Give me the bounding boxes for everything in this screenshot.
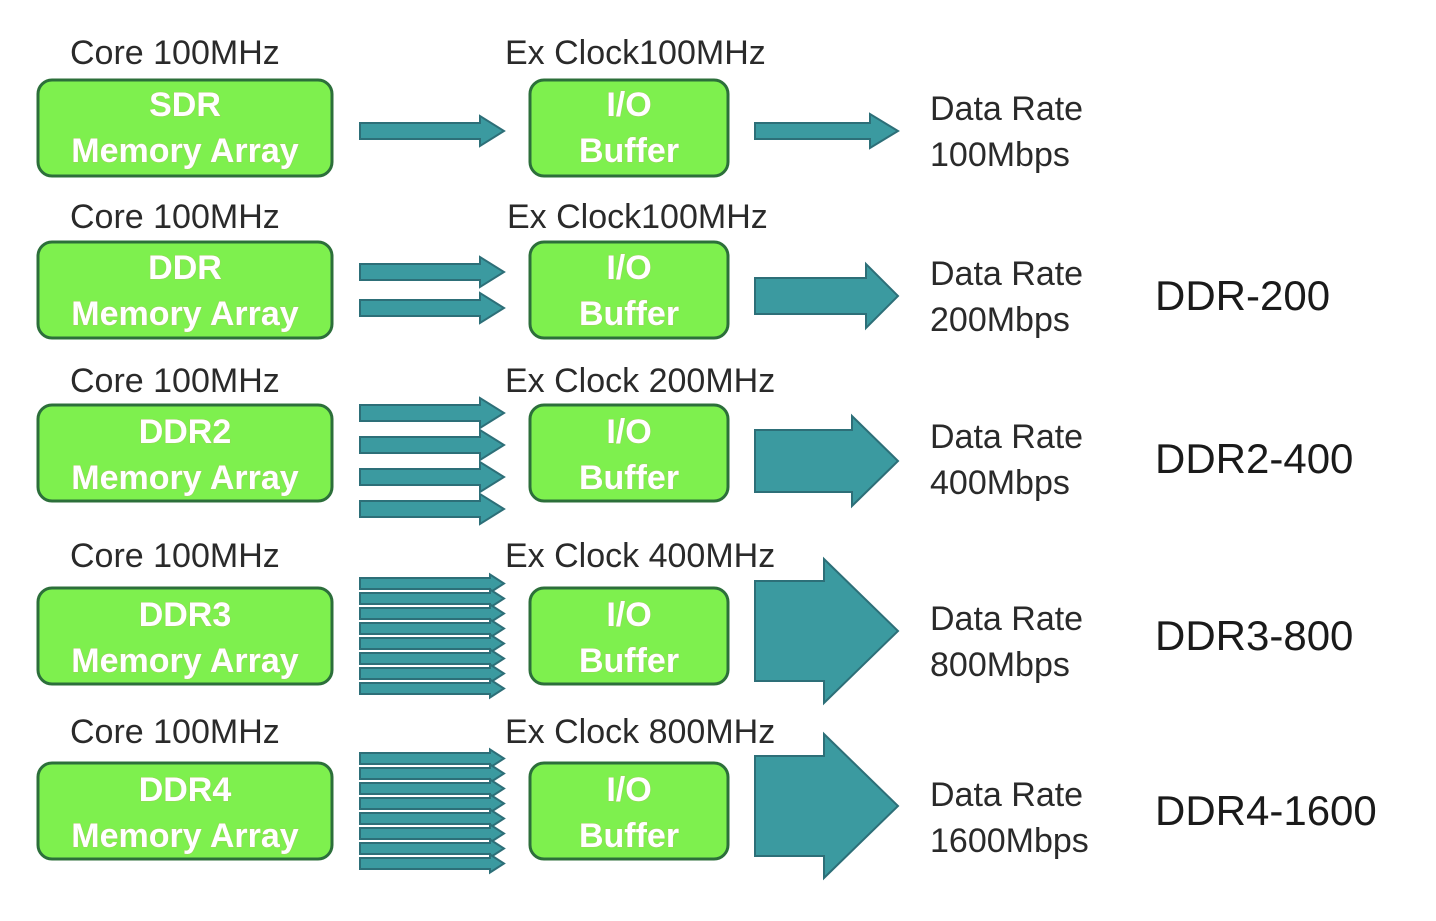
prefetch-arrow bbox=[359, 837, 506, 860]
output-arrow-shape bbox=[754, 556, 900, 706]
core-clock-label: Core 100MHz bbox=[70, 34, 280, 72]
prefetch-arrow bbox=[359, 677, 506, 700]
external-clock-label: Ex Clock 200MHz bbox=[505, 362, 775, 400]
memory-array-name: DDR2 bbox=[139, 413, 232, 451]
data-rate-value: 400Mbps bbox=[930, 464, 1070, 502]
data-rate-label: Data Rate bbox=[930, 418, 1083, 456]
memory-array-box bbox=[36, 78, 334, 178]
memory-array-name: DDR3 bbox=[139, 596, 232, 634]
io-buffer-line1: I/O bbox=[606, 86, 651, 124]
prefetch-arrow bbox=[359, 255, 506, 289]
row-sdr: Core 100MHz SDR Memory Array Ex Clock100… bbox=[36, 34, 1083, 178]
io-buffer-box bbox=[528, 586, 730, 686]
prefetch-arrow bbox=[359, 460, 506, 494]
external-clock-label: Ex Clock 800MHz bbox=[505, 713, 775, 751]
output-arrow bbox=[754, 413, 900, 509]
external-clock-label: Ex Clock 400MHz bbox=[505, 537, 775, 575]
prefetch-arrow bbox=[359, 792, 506, 815]
io-buffer-line1: I/O bbox=[606, 596, 651, 634]
prefetch-arrow bbox=[359, 662, 506, 685]
prefetch-arrow bbox=[359, 852, 506, 875]
output-arrow-shape bbox=[754, 413, 900, 509]
memory-array-suffix: Memory Array bbox=[71, 642, 298, 680]
prefetch-arrow bbox=[359, 617, 506, 640]
row-ddr2: Core 100MHz DDR2 Memory Array Ex Clock 2… bbox=[36, 362, 1353, 526]
io-buffer-line2: Buffer bbox=[579, 295, 679, 333]
prefetch-arrow bbox=[359, 777, 506, 800]
memory-array-name: DDR4 bbox=[139, 771, 232, 809]
memory-array-box bbox=[36, 761, 334, 861]
prefetch-arrow bbox=[359, 492, 506, 526]
output-arrow-shape bbox=[754, 261, 900, 331]
io-buffer-line1: I/O bbox=[606, 771, 651, 809]
row-ddr3: Core 100MHz DDR3 Memory Array Ex Clock 4… bbox=[36, 537, 1353, 706]
row-ddr4: Core 100MHz DDR4 Memory Array Ex Clock 8… bbox=[36, 713, 1377, 881]
core-clock-label: Core 100MHz bbox=[70, 198, 280, 236]
output-arrow-shape bbox=[754, 731, 900, 881]
core-clock-label: Core 100MHz bbox=[70, 537, 280, 575]
data-rate-value: 100Mbps bbox=[930, 136, 1070, 174]
io-buffer-line2: Buffer bbox=[579, 642, 679, 680]
prefetch-arrow bbox=[359, 291, 506, 325]
output-arrow bbox=[754, 731, 900, 881]
core-clock-label: Core 100MHz bbox=[70, 713, 280, 751]
output-arrow bbox=[754, 261, 900, 331]
prefetch-arrow bbox=[359, 762, 506, 785]
prefetch-arrow bbox=[359, 428, 506, 462]
output-arrow bbox=[754, 112, 900, 150]
external-clock-label: Ex Clock100MHz bbox=[507, 198, 768, 236]
data-rate-label: Data Rate bbox=[930, 600, 1083, 638]
memory-array-name: SDR bbox=[149, 86, 221, 124]
memory-array-suffix: Memory Array bbox=[71, 459, 298, 497]
prefetch-arrow bbox=[359, 114, 506, 148]
data-rate-value: 1600Mbps bbox=[930, 822, 1089, 860]
io-buffer-line1: I/O bbox=[606, 413, 651, 451]
output-arrow-shape bbox=[754, 112, 900, 150]
io-buffer-line1: I/O bbox=[606, 249, 651, 287]
external-clock-label: Ex Clock100MHz bbox=[505, 34, 766, 72]
io-buffer-box bbox=[528, 403, 730, 503]
prefetch-arrows bbox=[359, 747, 506, 875]
memory-array-box bbox=[36, 586, 334, 686]
memory-array-suffix: Memory Array bbox=[71, 132, 298, 170]
ddr-standard-label: DDR3-800 bbox=[1155, 612, 1353, 659]
prefetch-arrow bbox=[359, 587, 506, 610]
data-rate-label: Data Rate bbox=[930, 90, 1083, 128]
row-ddr: Core 100MHz DDR Memory Array Ex Clock100… bbox=[36, 198, 1330, 340]
prefetch-arrows bbox=[359, 255, 506, 325]
prefetch-arrow bbox=[359, 602, 506, 625]
memory-array-suffix: Memory Array bbox=[71, 817, 298, 855]
data-rate-value: 200Mbps bbox=[930, 301, 1070, 339]
memory-array-suffix: Memory Array bbox=[71, 295, 298, 333]
prefetch-arrow bbox=[359, 572, 506, 595]
output-arrow bbox=[754, 556, 900, 706]
io-buffer-box bbox=[528, 78, 730, 178]
data-rate-label: Data Rate bbox=[930, 255, 1083, 293]
ddr-standard-label: DDR4-1600 bbox=[1155, 787, 1377, 834]
prefetch-arrow bbox=[359, 632, 506, 655]
prefetch-arrow bbox=[359, 396, 506, 430]
prefetch-arrow bbox=[359, 807, 506, 830]
prefetch-arrow bbox=[359, 747, 506, 770]
core-clock-label: Core 100MHz bbox=[70, 362, 280, 400]
io-buffer-box bbox=[528, 240, 730, 340]
memory-array-box bbox=[36, 240, 334, 340]
prefetch-arrow bbox=[359, 647, 506, 670]
prefetch-arrows bbox=[359, 114, 506, 148]
prefetch-arrows bbox=[359, 396, 506, 526]
prefetch-arrow bbox=[359, 822, 506, 845]
prefetch-arrows bbox=[359, 572, 506, 700]
io-buffer-line2: Buffer bbox=[579, 817, 679, 855]
memory-array-box bbox=[36, 403, 334, 503]
io-buffer-line2: Buffer bbox=[579, 459, 679, 497]
ddr-standard-label: DDR-200 bbox=[1155, 272, 1330, 319]
data-rate-label: Data Rate bbox=[930, 776, 1083, 814]
data-rate-value: 800Mbps bbox=[930, 646, 1070, 684]
io-buffer-box bbox=[528, 761, 730, 861]
ddr-standard-label: DDR2-400 bbox=[1155, 435, 1353, 482]
memory-array-name: DDR bbox=[148, 249, 222, 287]
io-buffer-line2: Buffer bbox=[579, 132, 679, 170]
